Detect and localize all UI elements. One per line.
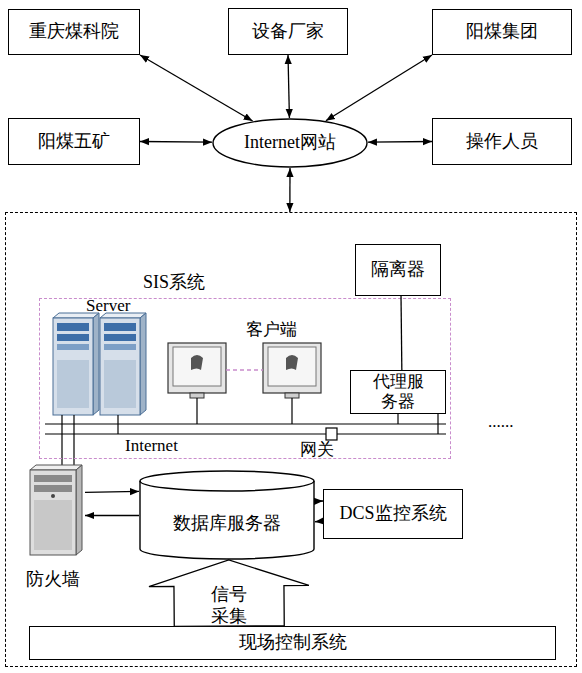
proxy-server-box: 代理服务器 [350,370,446,414]
edge-label: 信号 采集 [209,584,249,627]
monitor-screen [268,347,316,386]
client-monitor [168,343,226,398]
connector-arrow [140,141,212,143]
node-text: SIS系统 [143,272,205,294]
tower-front [30,470,76,555]
ellipse-outline [213,119,367,167]
node-text: 隔离器 [371,259,425,281]
monitor-screen [173,347,221,386]
cylinder-body [140,471,314,559]
diagram-label: 网关 [300,440,334,460]
org-box: 阳煤集团 [432,9,572,55]
node-text: 重庆煤科院 [29,21,119,43]
dcs-box: DCS监控系统 [323,489,463,539]
gateway-symbol [326,428,337,440]
tower-panel [57,360,89,408]
monitor-stand [190,393,204,398]
firewall-computer [30,465,82,555]
drive-bay [104,334,136,341]
connector-arrow [140,55,253,121]
tower-side [140,313,146,415]
monitor-stand [285,393,299,398]
power-button [51,494,55,498]
wire [61,415,62,465]
connector-arrow [368,141,432,143]
tower-top [30,465,82,470]
database-cylinder: 数据库服务器 [139,471,315,560]
client-link [226,369,263,370]
tower-side [76,465,82,555]
wire [73,415,74,465]
server-tower [100,313,146,415]
field-control-box: 现场控制系统 [29,626,556,660]
bus-line [45,433,446,434]
node-text: 操作人员 [466,131,538,153]
node-text: 防火墙 [21,569,85,591]
tower-side [93,313,99,415]
firewall-node: 防火墙 [21,463,85,591]
org-box: 重庆煤科院 [8,9,140,55]
drive-bay [34,475,72,482]
connector-arrow [315,500,323,502]
connector-arrow [85,491,139,493]
tower-front [100,318,140,415]
server-tower [53,313,99,415]
connector-arrow [289,168,290,212]
connector-arrow [326,55,432,121]
wire [117,415,118,434]
node-text: Internet网站 [244,132,336,154]
bus-line [45,423,446,424]
diagram-label: 客户端 [246,320,297,340]
screen-logo [191,355,203,370]
drive-bay [57,323,89,331]
website-ellipse: Internet网站 [212,118,368,168]
node-text: 设备厂家 [252,21,324,43]
diagram-label: ...... [488,412,514,432]
sis-boundary: SIS系统代理服务器 [39,298,451,459]
wire [291,398,292,424]
tower-panel [104,360,136,408]
drive-bay [57,334,89,341]
diagram-label: Internet [125,436,178,456]
cylinder-rim [140,481,314,491]
client-monitor [263,343,321,398]
tower-panel [34,500,72,550]
wire [437,412,438,434]
monitor-frame [168,343,226,393]
connector-arrow [85,515,139,516]
node-text: 阳煤五矿 [38,131,110,153]
connector-arrow [288,55,289,118]
wire [196,398,197,424]
node-text: DCS监控系统 [339,503,446,525]
screen-logo [286,355,298,370]
diagram-label: Server [86,296,130,316]
node-text: 现场控制系统 [239,632,347,654]
org-box: 设备厂家 [228,8,348,55]
monitor-frame [263,343,321,393]
drive-bay [104,344,136,350]
node-text: 数据库服务器 [173,513,281,535]
drive-bay [57,344,89,350]
drive-bay [34,485,72,492]
org-box: 操作人员 [432,118,572,165]
drive-bay [104,323,136,331]
isolator-box: 隔离器 [355,244,441,296]
org-box: 阳煤五矿 [8,118,140,165]
connector-arrow [315,520,323,522]
node-text: 代理服务器 [370,372,426,413]
node-text: 阳煤集团 [466,21,538,43]
connector-arrow [400,296,402,370]
system-boundary: 隔离器SIS系统代理服务器防火墙数据库服务器DCS监控系统现场控制系统 [5,212,577,667]
tower-front [53,318,93,415]
